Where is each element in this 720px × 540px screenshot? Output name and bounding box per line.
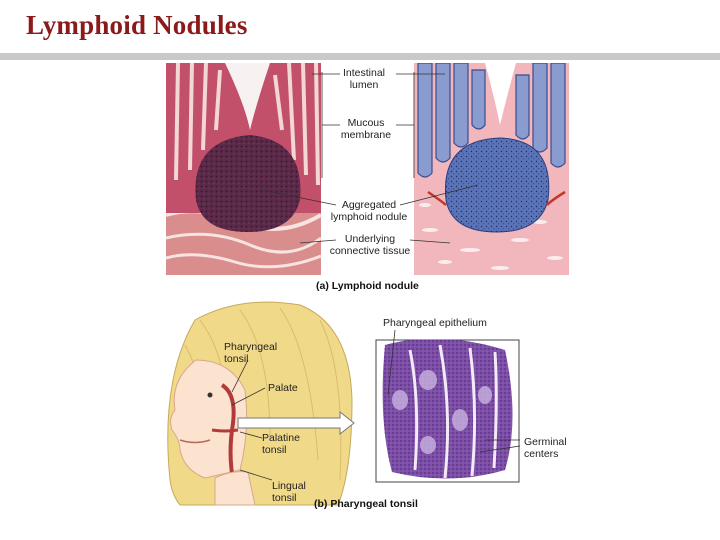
nodule-illustration [414,63,569,275]
panel-a-leaders [261,72,479,244]
tonsil-micrograph [375,339,520,483]
label-germinal-centers: Germinal centers [524,436,567,460]
title-divider [0,53,720,60]
histology-micrograph [166,63,321,275]
arrow-icon [237,410,355,436]
slide-title: Lymphoid Nodules [26,10,248,40]
caption-panel-b: (b) Pharyngeal tonsil [314,498,418,510]
label-intestinal-lumen: Intestinal lumen [342,67,386,91]
label-aggregated-lymphoid-nodule: Aggregated lymphoid nodule [330,199,408,223]
label-lingual-tonsil: Lingual tonsil [272,480,306,504]
label-pharyngeal-epithelium: Pharyngeal epithelium [383,317,487,329]
label-connective-tissue: Underlying connective tissue [329,233,411,257]
caption-panel-a: (a) Lymphoid nodule [316,280,419,292]
child-head-illustration [167,301,353,506]
label-palatine-tonsil: Palatine tonsil [262,432,300,456]
label-mucous-membrane: Mucous membrane [340,117,392,141]
label-pharyngeal-tonsil: Pharyngeal tonsil [224,341,278,365]
panel-b-leaders [231,329,521,481]
label-palate: Palate [268,382,298,394]
